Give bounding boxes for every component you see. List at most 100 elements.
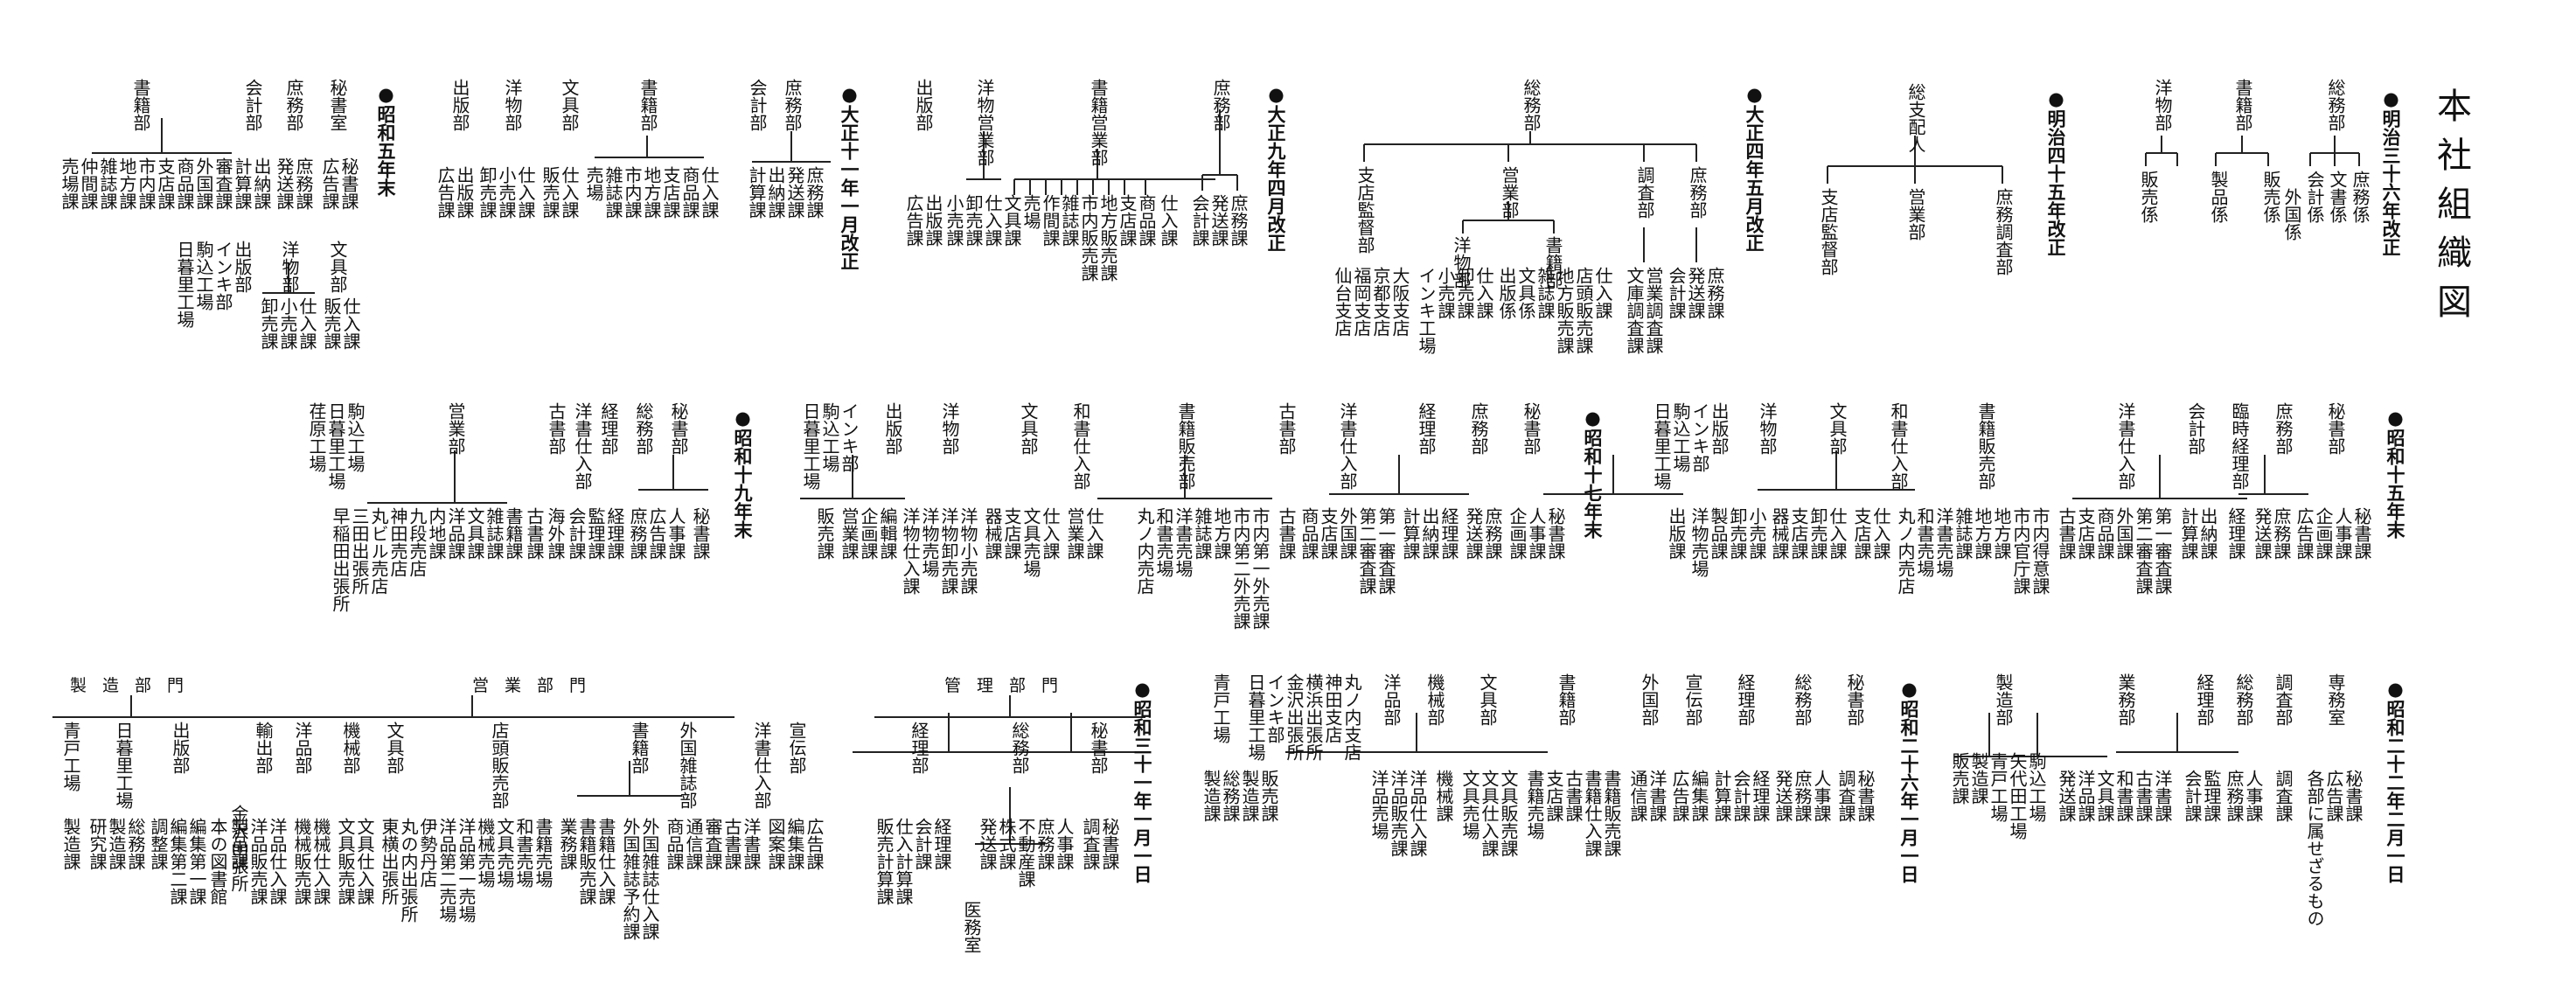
- unit: 小売課: [496, 166, 517, 219]
- unit: 機械課: [1433, 770, 1454, 822]
- dept: 経理部: [1735, 673, 1756, 726]
- unit: 小売課: [1435, 267, 1456, 319]
- unit: 会計課: [1189, 194, 1210, 247]
- dept: 業務部: [2115, 673, 2136, 726]
- dept: 秘書部: [1088, 722, 1109, 774]
- dept: 外国雑誌部: [677, 722, 698, 809]
- dept: 文具部: [327, 241, 348, 293]
- unit: 作間課: [1040, 194, 1061, 247]
- unit: 洋書課: [741, 818, 762, 870]
- unit: 総務課: [1220, 770, 1241, 822]
- dept: 古書部: [1276, 402, 1297, 455]
- dept: 日暮里工場: [1245, 673, 1266, 761]
- unit: 文具販売課: [335, 818, 356, 905]
- unit: 器械課: [982, 507, 1003, 560]
- unit: 書籍仕入課: [1582, 770, 1603, 857]
- date-showa-17: ●昭和十七年末: [1582, 407, 1604, 539]
- dept: 駒込工場: [345, 402, 366, 472]
- unit: 洋品仕入課: [267, 818, 288, 905]
- dept: 会計部: [2185, 402, 2206, 455]
- unit: 丸ノ内売店: [1134, 507, 1155, 595]
- unit: 支店課: [1001, 507, 1022, 560]
- unit: 売場課: [59, 157, 80, 210]
- dept: 経理部: [2194, 673, 2215, 726]
- dept: 出版部: [170, 722, 191, 774]
- dept: インキ部: [839, 402, 860, 472]
- unit: 販売計算課: [874, 818, 895, 905]
- unit: 和書売場: [1153, 507, 1174, 577]
- dept: 宣伝部: [786, 722, 807, 774]
- unit: 支店課: [155, 157, 176, 210]
- unit: 書籍売場: [533, 818, 553, 888]
- unit: 審査課: [702, 818, 723, 870]
- dept: 出版部: [232, 241, 253, 293]
- dept: 駒込工場: [193, 241, 214, 310]
- unit: 機械仕入課: [310, 818, 331, 905]
- unit: 内地課: [426, 507, 447, 560]
- unit: 仕入課: [296, 297, 317, 350]
- dept: 秘書部: [1844, 673, 1865, 726]
- unit: 支店課: [1851, 507, 1872, 560]
- unit: 庶務課: [804, 166, 825, 219]
- dept: 機械部: [340, 722, 361, 774]
- unit: 書籍販売課: [576, 818, 597, 905]
- unit: 製造課: [1201, 770, 1222, 822]
- unit: 支店課: [660, 166, 681, 219]
- unit: 企画課: [1507, 507, 1528, 560]
- unit: 古書課: [524, 507, 545, 560]
- unit: 文具売場: [1020, 507, 1041, 577]
- unit: 庶務課: [293, 157, 314, 210]
- dept: 庶務部: [2273, 402, 2294, 455]
- dept: 総務部: [633, 402, 654, 455]
- dept: 洋物部: [502, 79, 523, 131]
- dept: 横浜出張所: [1303, 673, 1324, 761]
- unit: 人事課: [1811, 770, 1832, 822]
- unit: 秘書課: [690, 507, 711, 560]
- unit: 雑誌課: [602, 166, 623, 219]
- unit: 古書課: [2056, 507, 2077, 560]
- unit: 雑誌課: [1192, 507, 1213, 560]
- unit: 医務室: [961, 901, 982, 953]
- dept: 駒込工場: [1670, 402, 1691, 472]
- dept: インキ部: [1689, 402, 1710, 472]
- unit: 市内官庁課: [2010, 507, 2031, 595]
- dept-somu: 総務部: [2325, 79, 2346, 131]
- section-eigyo: 営業部門: [472, 676, 602, 695]
- unit: 仕入課: [340, 297, 361, 350]
- dept: 日暮里工場: [174, 241, 195, 328]
- unit: 会計課: [566, 507, 587, 560]
- unit: 商品課: [2094, 507, 2115, 560]
- unit: 洋品第一売場: [456, 818, 477, 923]
- unit: 販売課: [540, 166, 560, 219]
- unit: 市内課: [622, 166, 643, 219]
- dept: 営業部: [445, 402, 466, 455]
- unit: 発送課: [2252, 507, 2273, 560]
- unit: 不動産課: [1015, 818, 1036, 888]
- unit: 経理課: [931, 818, 952, 870]
- dept: 書籍営業部: [1088, 79, 1109, 166]
- unit: 出版課: [1666, 507, 1687, 560]
- unit: 会計課: [1730, 770, 1751, 822]
- unit: 計算課: [1711, 770, 1732, 822]
- unit: 仕入課: [1083, 507, 1104, 560]
- unit: 古書課: [1276, 507, 1297, 560]
- unit: 売場: [583, 166, 604, 201]
- unit: 経理課: [2225, 507, 2246, 560]
- unit: 秘書課: [1545, 507, 1566, 560]
- dept: 出版部: [1709, 402, 1730, 455]
- unit: 人事課: [1526, 507, 1547, 560]
- unit: 秘書課: [1099, 818, 1120, 870]
- dept: 経理部: [598, 402, 619, 455]
- unit: 庶務課: [2271, 507, 2292, 560]
- unit: 洋物仕入課: [900, 507, 921, 595]
- unit: 出納課: [765, 166, 786, 219]
- date-taisho-9: ●大正九年四月改正: [1265, 83, 1287, 252]
- unit: 商品課: [664, 818, 685, 870]
- unit: 経理課: [1750, 770, 1771, 822]
- unit: 文具売場: [1459, 770, 1480, 840]
- unit: 商品課: [1298, 507, 1319, 560]
- dept: 出版部: [449, 79, 470, 131]
- unit: 計算課: [2178, 507, 2199, 560]
- unit: 仙台支店: [1332, 267, 1353, 337]
- unit: 製品課: [228, 818, 249, 870]
